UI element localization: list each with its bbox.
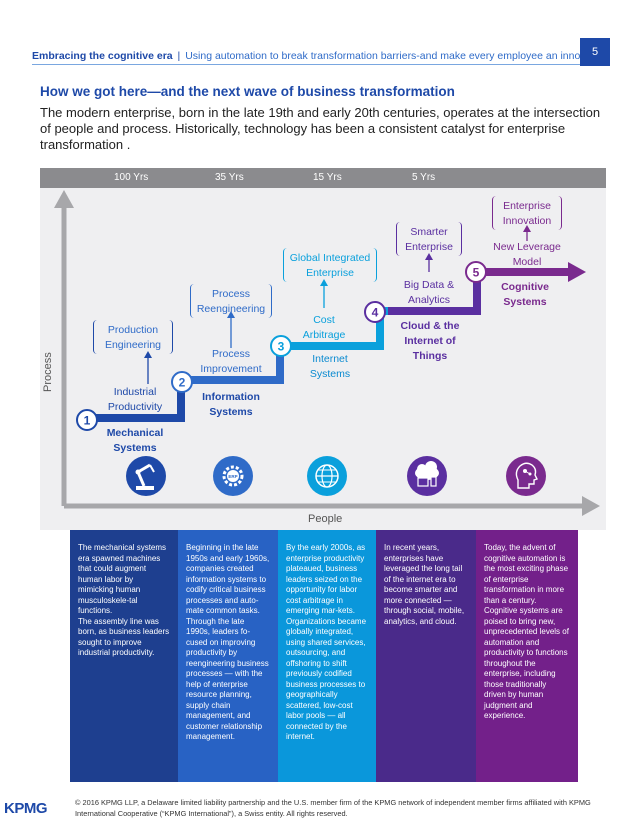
era-label-100: 100 Yrs	[114, 172, 149, 183]
label-information-systems: Information Systems	[202, 391, 260, 418]
label-global-integrated-enterprise: Global Integrated Enterprise	[289, 252, 371, 279]
up-arrow-1	[144, 351, 152, 384]
step-circle-3: 3	[270, 335, 292, 357]
label-smarter-enterprise: Smarter Enterprise	[405, 226, 453, 253]
era-description-columns: The mechanical systems era spawned machi…	[70, 530, 578, 782]
label-new-leverage-model: New Leverage Model	[493, 241, 561, 268]
column-information-text: Beginning in the late 1950s and early 19…	[186, 543, 270, 741]
x-axis-arrow	[582, 496, 600, 516]
column-internet-text: By the early 2000s, as enterprise produc…	[286, 543, 367, 741]
bracket-process-reengineering	[190, 284, 272, 318]
label-cognitive-systems: Cognitive Systems	[501, 281, 549, 308]
svg-text:5: 5	[473, 266, 480, 280]
stair-arrow	[568, 262, 586, 282]
era-label-35: 35 Yrs	[215, 172, 244, 183]
era-label-5: 5 Yrs	[412, 172, 436, 183]
label-industrial-productivity: Industrial Productivity	[107, 386, 163, 413]
label-process-reengineering: Process Reengineering	[196, 288, 266, 315]
running-header: Embracing the cognitive era | Using auto…	[32, 50, 604, 62]
svg-text:4: 4	[372, 306, 379, 320]
y-axis-label: Process	[42, 352, 54, 392]
column-cloud-text: In recent years, enterprises have levera…	[384, 543, 465, 626]
column-mechanical: The mechanical systems era spawned machi…	[70, 530, 178, 782]
up-arrow-2	[227, 311, 235, 348]
column-cognitive-text: Today, the advent of cognitive automatio…	[484, 543, 569, 720]
transformation-diagram: 100 Yrs 35 Yrs 15 Yrs 5 Yrs 1 2 3 4 5	[40, 168, 606, 530]
up-arrow-5	[523, 225, 531, 241]
up-arrow-4	[425, 253, 433, 272]
copyright-notice: © 2016 KPMG LLP, a Delaware limited liab…	[75, 798, 591, 818]
step-circle-5: 5	[465, 261, 487, 283]
header-rule	[32, 64, 580, 65]
diagram-graphics: 1 2 3 4 5 ERP	[54, 190, 600, 516]
document-subtitle: Using automation to break transformation…	[185, 50, 604, 62]
globe-icon	[307, 456, 347, 496]
robot-arm-icon	[126, 456, 166, 496]
column-cloud: In recent years, enterprises have levera…	[376, 530, 476, 782]
document-title: Embracing the cognitive era	[32, 50, 173, 62]
label-internet-systems: Internet Systems	[309, 353, 351, 380]
bracket-production-engineering	[93, 320, 173, 354]
kpmg-logo: KPMG	[4, 800, 48, 817]
cloud-devices-icon	[407, 456, 447, 496]
intro-paragraph: The modern enterprise, born in the late …	[40, 105, 601, 152]
column-information: Beginning in the late 1950s and early 19…	[178, 530, 278, 782]
label-cost-arbitrage: Cost Arbitrage	[302, 314, 346, 341]
era-bar: 100 Yrs 35 Yrs 15 Yrs 5 Yrs	[40, 168, 606, 188]
svg-text:1: 1	[84, 414, 91, 428]
bracket-smarter-enterprise	[396, 222, 462, 256]
era-label-15: 15 Yrs	[313, 172, 342, 183]
step-circle-1: 1	[76, 409, 98, 431]
bracket-global-integrated	[283, 248, 377, 282]
bracket-enterprise-innovation	[492, 196, 562, 230]
brain-head-icon	[506, 456, 546, 496]
header-separator: |	[177, 50, 181, 62]
label-production-engineering: Production Engineering	[104, 324, 162, 351]
erp-gear-icon: ERP	[213, 456, 253, 496]
x-axis-label: People	[308, 513, 343, 525]
column-internet: By the early 2000s, as enterprise produc…	[278, 530, 376, 782]
label-mechanical-systems: Mechanical Systems	[106, 427, 164, 454]
svg-text:2: 2	[179, 376, 186, 390]
up-arrow-3	[320, 279, 328, 308]
y-axis-arrow	[54, 190, 74, 208]
column-mechanical-text: The mechanical systems era spawned machi…	[78, 543, 170, 657]
label-enterprise-innovation: Enterprise Innovation	[502, 200, 552, 227]
label-cloud-iot: Cloud & the Internet of Things	[400, 320, 460, 362]
page-number: 5	[580, 38, 610, 66]
step-circle-2: 2	[171, 371, 193, 393]
step-circle-4: 4	[364, 301, 386, 323]
label-big-data-analytics: Big Data & Analytics	[403, 279, 455, 306]
section-title: How we got here—and the next wave of bus…	[40, 84, 455, 99]
svg-text:3: 3	[278, 340, 285, 354]
label-process-improvement: Process Improvement	[200, 348, 262, 375]
svg-text:ERP: ERP	[228, 474, 237, 479]
column-cognitive: Today, the advent of cognitive automatio…	[476, 530, 578, 782]
